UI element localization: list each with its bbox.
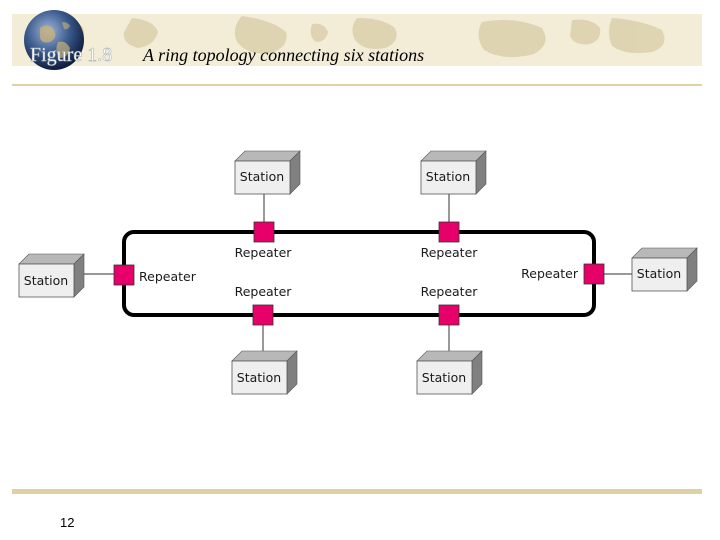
page-number: 12	[60, 515, 75, 530]
station-top-right: Station	[420, 150, 487, 195]
repeater-top-right: Repeater	[421, 221, 479, 260]
repeater-label: Repeater	[521, 266, 579, 281]
repeater-left: Repeater	[113, 264, 197, 286]
station-label: Station	[237, 370, 281, 385]
station-label: Station	[637, 266, 681, 281]
header-band	[12, 14, 702, 66]
repeater-top-left: Repeater	[235, 221, 293, 260]
repeater-label: Repeater	[235, 245, 293, 260]
repeater-right: Repeater	[521, 263, 605, 285]
station-label: Station	[24, 273, 68, 288]
repeater-label: Repeater	[421, 284, 479, 299]
station-label: Station	[426, 169, 470, 184]
repeater-label: Repeater	[421, 245, 479, 260]
globe-icon	[24, 10, 84, 70]
repeater-label: Repeater	[235, 284, 293, 299]
figure-caption: A ring topology connecting six stations	[143, 45, 425, 65]
figure-label: Figure 1.8	[30, 44, 113, 66]
repeater-bottom-left: Repeater	[235, 284, 293, 326]
station-bottom-left: Station	[231, 350, 298, 395]
station-label: Station	[422, 370, 466, 385]
station-bottom-right: Station	[416, 350, 483, 395]
station-right: Station	[631, 247, 698, 292]
footer-rule	[12, 489, 702, 494]
station-label: Station	[240, 169, 284, 184]
header-rule	[12, 84, 702, 86]
station-top-left: Station	[234, 150, 301, 195]
repeater-bottom-right: Repeater	[421, 284, 479, 326]
repeater-label: Repeater	[139, 269, 197, 284]
drop-lines	[81, 194, 632, 354]
station-left: Station	[18, 253, 85, 298]
